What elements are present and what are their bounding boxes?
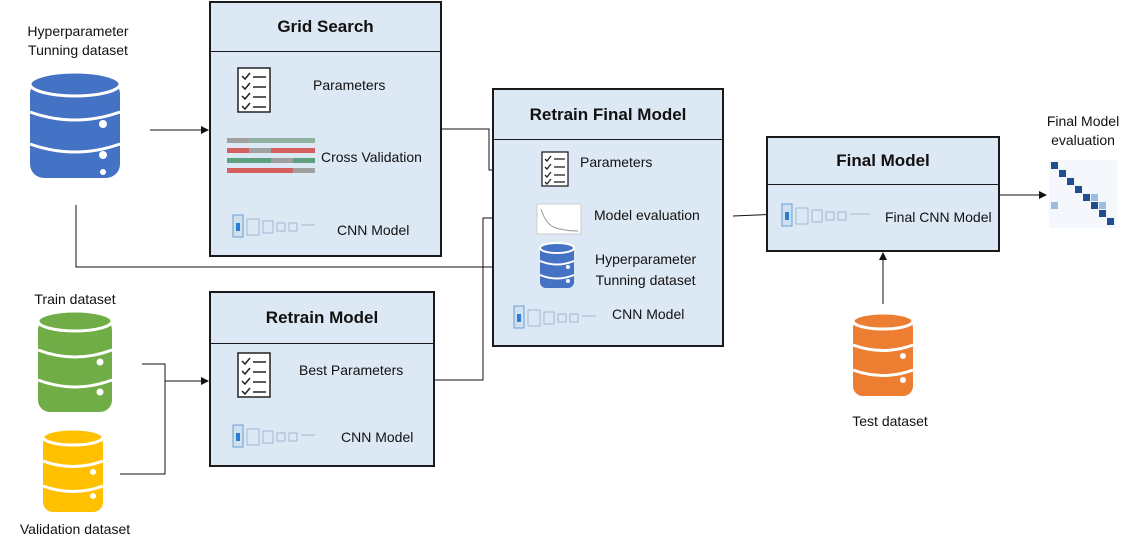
final-cnn-model: Final CNN Model bbox=[885, 209, 992, 225]
grid-search-parameters: Parameters bbox=[313, 77, 386, 93]
cnn-model-icon bbox=[781, 203, 870, 227]
arrow-train-to-retrain bbox=[142, 363, 166, 381]
cnn-model-icon bbox=[232, 424, 315, 448]
retrain-final-parameters: Parameters bbox=[580, 154, 653, 170]
test-dataset-label: Test dataset bbox=[852, 413, 928, 429]
validation-dataset-database-icon bbox=[41, 427, 105, 512]
checklist-icon bbox=[237, 67, 271, 113]
final-model-title: Final Model bbox=[768, 138, 998, 185]
retrain-cnn-model: CNN Model bbox=[341, 429, 414, 445]
arrow-validation-to-retrain bbox=[120, 381, 166, 475]
retrain-best-parameters: Best Parameters bbox=[299, 362, 404, 378]
cnn-model-icon bbox=[513, 305, 596, 329]
checklist-icon bbox=[541, 151, 569, 187]
retrain-final-model-evaluation: Model evaluation bbox=[594, 207, 700, 223]
hyper-dataset-label: Hyperparameter Tunning dataset bbox=[27, 23, 129, 58]
retrain-final-hyper-dataset: Hyperparameter Tunning dataset bbox=[595, 251, 697, 288]
checklist-icon bbox=[237, 352, 271, 398]
grid-search-title: Grid Search bbox=[211, 3, 440, 52]
retrain-final-cnn-model: CNN Model bbox=[612, 306, 685, 322]
hyper-dataset-database-icon bbox=[539, 242, 575, 288]
retrain-final-model-box: Retrain Final Model Parameters Model eva… bbox=[492, 88, 724, 347]
validation-dataset-label: Validation dataset bbox=[19, 521, 131, 537]
hyper-dataset-database-icon bbox=[28, 70, 122, 178]
retrain-final-model-title: Retrain Final Model bbox=[494, 90, 722, 140]
final-model-box: Final Model Final CNN Model bbox=[766, 136, 1000, 252]
retrain-model-title: Retrain Model bbox=[211, 293, 433, 344]
arrow-hyper-to-retrain-final bbox=[75, 205, 534, 271]
grid-search-cnn-model: CNN Model bbox=[337, 222, 410, 238]
cnn-model-icon bbox=[232, 214, 315, 238]
cross-validation-icon bbox=[227, 138, 315, 173]
train-dataset-label: Train dataset bbox=[34, 291, 116, 307]
train-dataset-database-icon bbox=[36, 309, 114, 412]
confusion-matrix-icon bbox=[1049, 160, 1117, 228]
grid-search-cross-validation: Cross Validation bbox=[321, 149, 422, 165]
model-evaluation-icon bbox=[536, 203, 582, 235]
test-dataset-database-icon bbox=[851, 311, 915, 396]
final-evaluation-label: Final Model evaluation bbox=[1046, 113, 1120, 148]
retrain-model-box: Retrain Model Best Parameters CNN Model bbox=[209, 291, 435, 467]
grid-search-box: Grid Search Parameters Cross Validation … bbox=[209, 1, 442, 257]
